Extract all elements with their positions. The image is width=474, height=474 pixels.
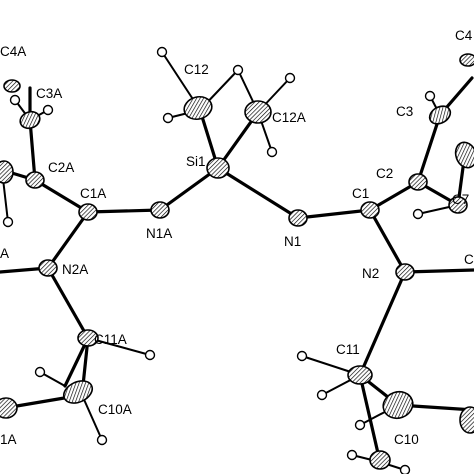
atom-h bbox=[96, 434, 108, 446]
atom-c11a bbox=[77, 329, 99, 347]
bond-c1a-n2a bbox=[46, 210, 90, 270]
atom-h bbox=[296, 350, 308, 362]
atom-c6 bbox=[454, 141, 474, 169]
atom-h bbox=[266, 146, 278, 158]
atom-labels: C4A C3A C2A C1A N1A A N2A C11A C10A 1A C… bbox=[0, 28, 474, 447]
atom-h bbox=[399, 464, 411, 474]
label-1a-left: 1A bbox=[0, 432, 17, 447]
label-c2a: C2A bbox=[48, 160, 74, 175]
bond-c1a-n1a bbox=[86, 208, 162, 214]
atom-c7 bbox=[448, 196, 468, 214]
label-c7: C7 bbox=[452, 192, 469, 207]
label-c12a: C12A bbox=[272, 110, 306, 125]
atom-c12 bbox=[183, 95, 213, 121]
atom-h bbox=[316, 389, 328, 401]
label-c4a: C4A bbox=[0, 44, 26, 59]
atom-n1a bbox=[150, 201, 170, 219]
atom-n2 bbox=[395, 263, 415, 281]
atom-h bbox=[424, 90, 436, 102]
label-c11a: C11A bbox=[94, 332, 127, 347]
atom-h bbox=[2, 216, 14, 228]
label-c4: C4 bbox=[455, 28, 473, 43]
atom-c9a bbox=[0, 397, 18, 419]
label-c2: C2 bbox=[376, 166, 393, 181]
atom-h bbox=[412, 208, 424, 220]
atom-h bbox=[162, 112, 174, 124]
label-c3a: C3A bbox=[36, 86, 62, 101]
atom-h bbox=[34, 366, 46, 378]
atoms bbox=[0, 53, 474, 470]
label-c10: C10 bbox=[394, 432, 419, 447]
label-a-left: A bbox=[0, 246, 9, 261]
bond-si1-n1 bbox=[216, 166, 300, 220]
bond-h bbox=[81, 394, 103, 441]
bond-c2a-c1a bbox=[33, 178, 90, 214]
atom-c4 bbox=[459, 53, 474, 67]
atom-n2a bbox=[38, 259, 58, 277]
label-c1a: C1A bbox=[80, 186, 106, 201]
atom-c2a bbox=[25, 171, 45, 189]
bond-c3a-c2a bbox=[28, 118, 37, 182]
hydrogens bbox=[2, 46, 436, 474]
atom-h bbox=[144, 349, 156, 361]
atom-c7a bbox=[0, 160, 14, 184]
atom-c8 bbox=[369, 450, 391, 470]
bond-c1-n2 bbox=[368, 208, 407, 274]
atom-c3 bbox=[428, 105, 452, 125]
bond-n1-c1 bbox=[296, 208, 372, 220]
atom-h bbox=[9, 94, 21, 106]
atom-c10a bbox=[62, 380, 94, 404]
atom-c12a bbox=[244, 100, 272, 124]
label-c1: C1 bbox=[352, 186, 369, 201]
atom-c11 bbox=[347, 365, 373, 385]
atom-h bbox=[232, 64, 244, 76]
bond-h bbox=[87, 337, 151, 356]
label-c-right: C bbox=[464, 252, 474, 267]
label-c3: C3 bbox=[396, 104, 413, 119]
atom-c3a bbox=[19, 110, 41, 130]
atom-c1 bbox=[360, 201, 380, 219]
atom-c4a bbox=[3, 79, 21, 93]
atom-h bbox=[346, 449, 358, 461]
label-n2: N2 bbox=[362, 266, 379, 281]
bond-n1a-si1 bbox=[158, 166, 220, 212]
label-c10a: C10A bbox=[98, 402, 132, 417]
atom-n1 bbox=[288, 209, 308, 227]
atom-si1 bbox=[206, 157, 230, 179]
bond-n2-c11 bbox=[358, 270, 407, 377]
atom-c2 bbox=[408, 173, 428, 191]
atom-h bbox=[284, 72, 296, 84]
label-n2a: N2A bbox=[62, 262, 88, 277]
atom-h bbox=[354, 419, 366, 431]
atom-h bbox=[156, 46, 168, 58]
atom-c10 bbox=[382, 390, 414, 420]
label-si1: Si1 bbox=[186, 154, 206, 169]
label-n1: N1 bbox=[284, 234, 301, 249]
atom-h bbox=[42, 104, 54, 116]
bond-c11-c8 bbox=[358, 373, 382, 464]
bond-n2a-c11a bbox=[46, 266, 90, 340]
bond-c2-c3 bbox=[416, 113, 442, 184]
atom-c9 bbox=[459, 406, 474, 434]
label-n1a: N1A bbox=[146, 226, 172, 241]
bond-n2-edge bbox=[403, 268, 474, 274]
atom-c1a bbox=[78, 203, 98, 221]
label-c11: C11 bbox=[336, 342, 360, 357]
label-c12: C12 bbox=[184, 62, 209, 77]
